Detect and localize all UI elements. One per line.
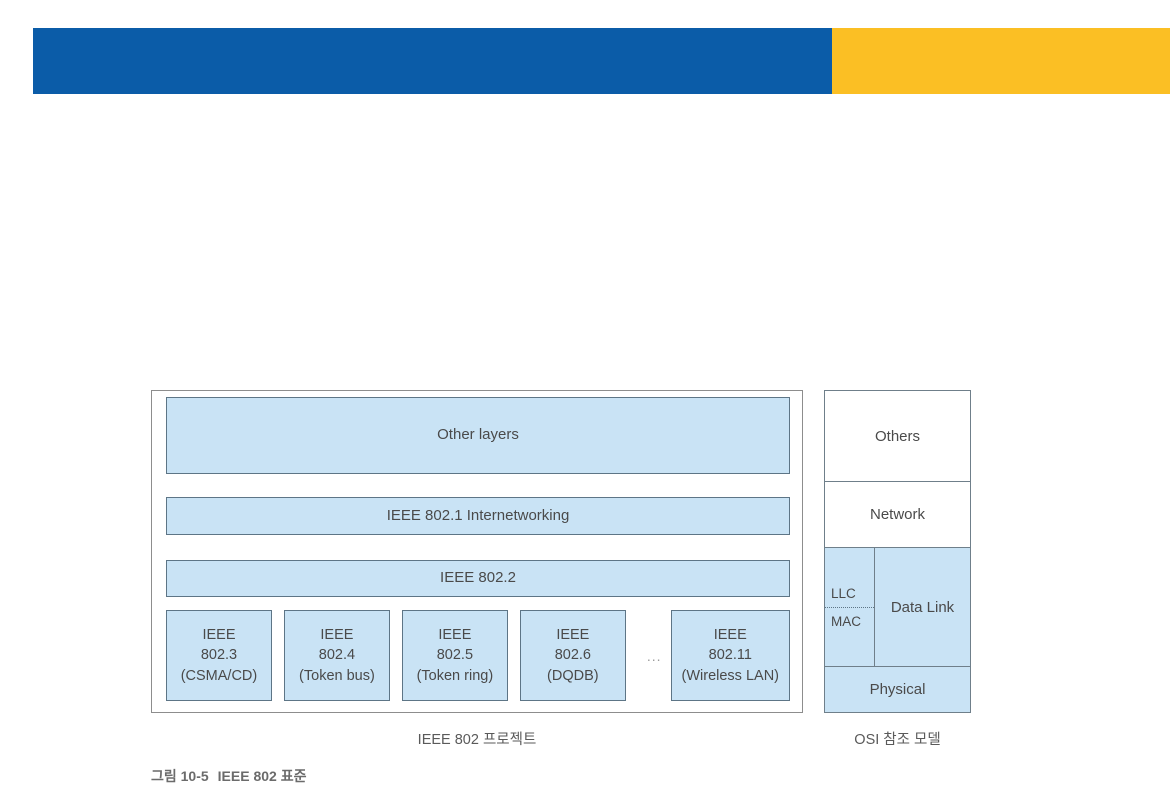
osi-reference-model-diagram: Others Network LLC MAC Data Link Physica…	[824, 390, 971, 713]
figure-caption-title: IEEE 802 표준	[217, 768, 307, 784]
standard-line-1: IEEE	[438, 626, 472, 643]
standard-line-2: 802.11	[708, 647, 752, 664]
standard-line-1: IEEE	[320, 626, 354, 643]
standards-ellipsis: ...	[646, 647, 662, 664]
osi-sublayer-column: LLC MAC	[825, 548, 875, 666]
osi-layer-data-link: LLC MAC Data Link	[825, 548, 970, 667]
standard-box-ieee-802-3: IEEE 802.3 (CSMA/CD)	[166, 610, 272, 701]
standard-box-ieee-802-11: IEEE 802.11 (Wireless LAN)	[670, 610, 790, 701]
osi-sublayer-mac: MAC	[825, 607, 874, 666]
ieee-802-project-diagram: Other layers IEEE 802.1 Internetworking …	[151, 390, 803, 713]
standard-line-1: IEEE	[556, 626, 590, 643]
standard-line-3: (DQDB)	[547, 667, 599, 684]
banner-yellow-band	[832, 28, 1170, 94]
banner-blue-band	[33, 28, 832, 94]
layer-box-ieee-802-1: IEEE 802.1 Internetworking	[166, 497, 790, 535]
layer-box-other-layers: Other layers	[166, 397, 790, 474]
osi-layer-data-link-label: Data Link	[890, 598, 955, 616]
standard-line-2: 802.4	[318, 647, 356, 664]
standard-line-3: (Token bus)	[299, 667, 375, 684]
caption-ieee-802-project: IEEE 802 프로젝트	[417, 732, 537, 748]
osi-layer-network: Network	[825, 482, 970, 548]
standards-row: IEEE 802.3 (CSMA/CD) IEEE 802.4 (Token b…	[166, 610, 790, 701]
standard-box-ieee-802-5: IEEE 802.5 (Token ring)	[401, 610, 508, 701]
figure-caption-number: 그림 10-5	[151, 768, 209, 784]
caption-osi-reference-model: OSI 참조 모델	[854, 732, 941, 748]
osi-layer-physical: Physical	[825, 667, 970, 712]
standard-line-2: 802.3	[200, 647, 238, 664]
standard-line-1: IEEE	[713, 626, 747, 643]
standard-line-3: (CSMA/CD)	[180, 667, 258, 684]
figure-caption: 그림 10-5 IEEE 802 표준	[151, 766, 306, 786]
standard-line-3: (Token ring)	[416, 667, 494, 684]
standard-line-2: 802.6	[554, 647, 591, 664]
standard-box-ieee-802-6: IEEE 802.6 (DQDB)	[519, 610, 626, 701]
standard-line-1: IEEE	[202, 626, 236, 643]
layer-box-ieee-802-2: IEEE 802.2	[166, 560, 790, 597]
page-header-banner	[33, 28, 1170, 94]
standard-box-ieee-802-4: IEEE 802.4 (Token bus)	[283, 610, 390, 701]
osi-sublayer-llc: LLC	[831, 586, 856, 601]
standard-line-3: (Wireless LAN)	[681, 667, 779, 684]
standard-line-2: 802.5	[436, 647, 474, 664]
osi-layer-others: Others	[825, 391, 970, 482]
